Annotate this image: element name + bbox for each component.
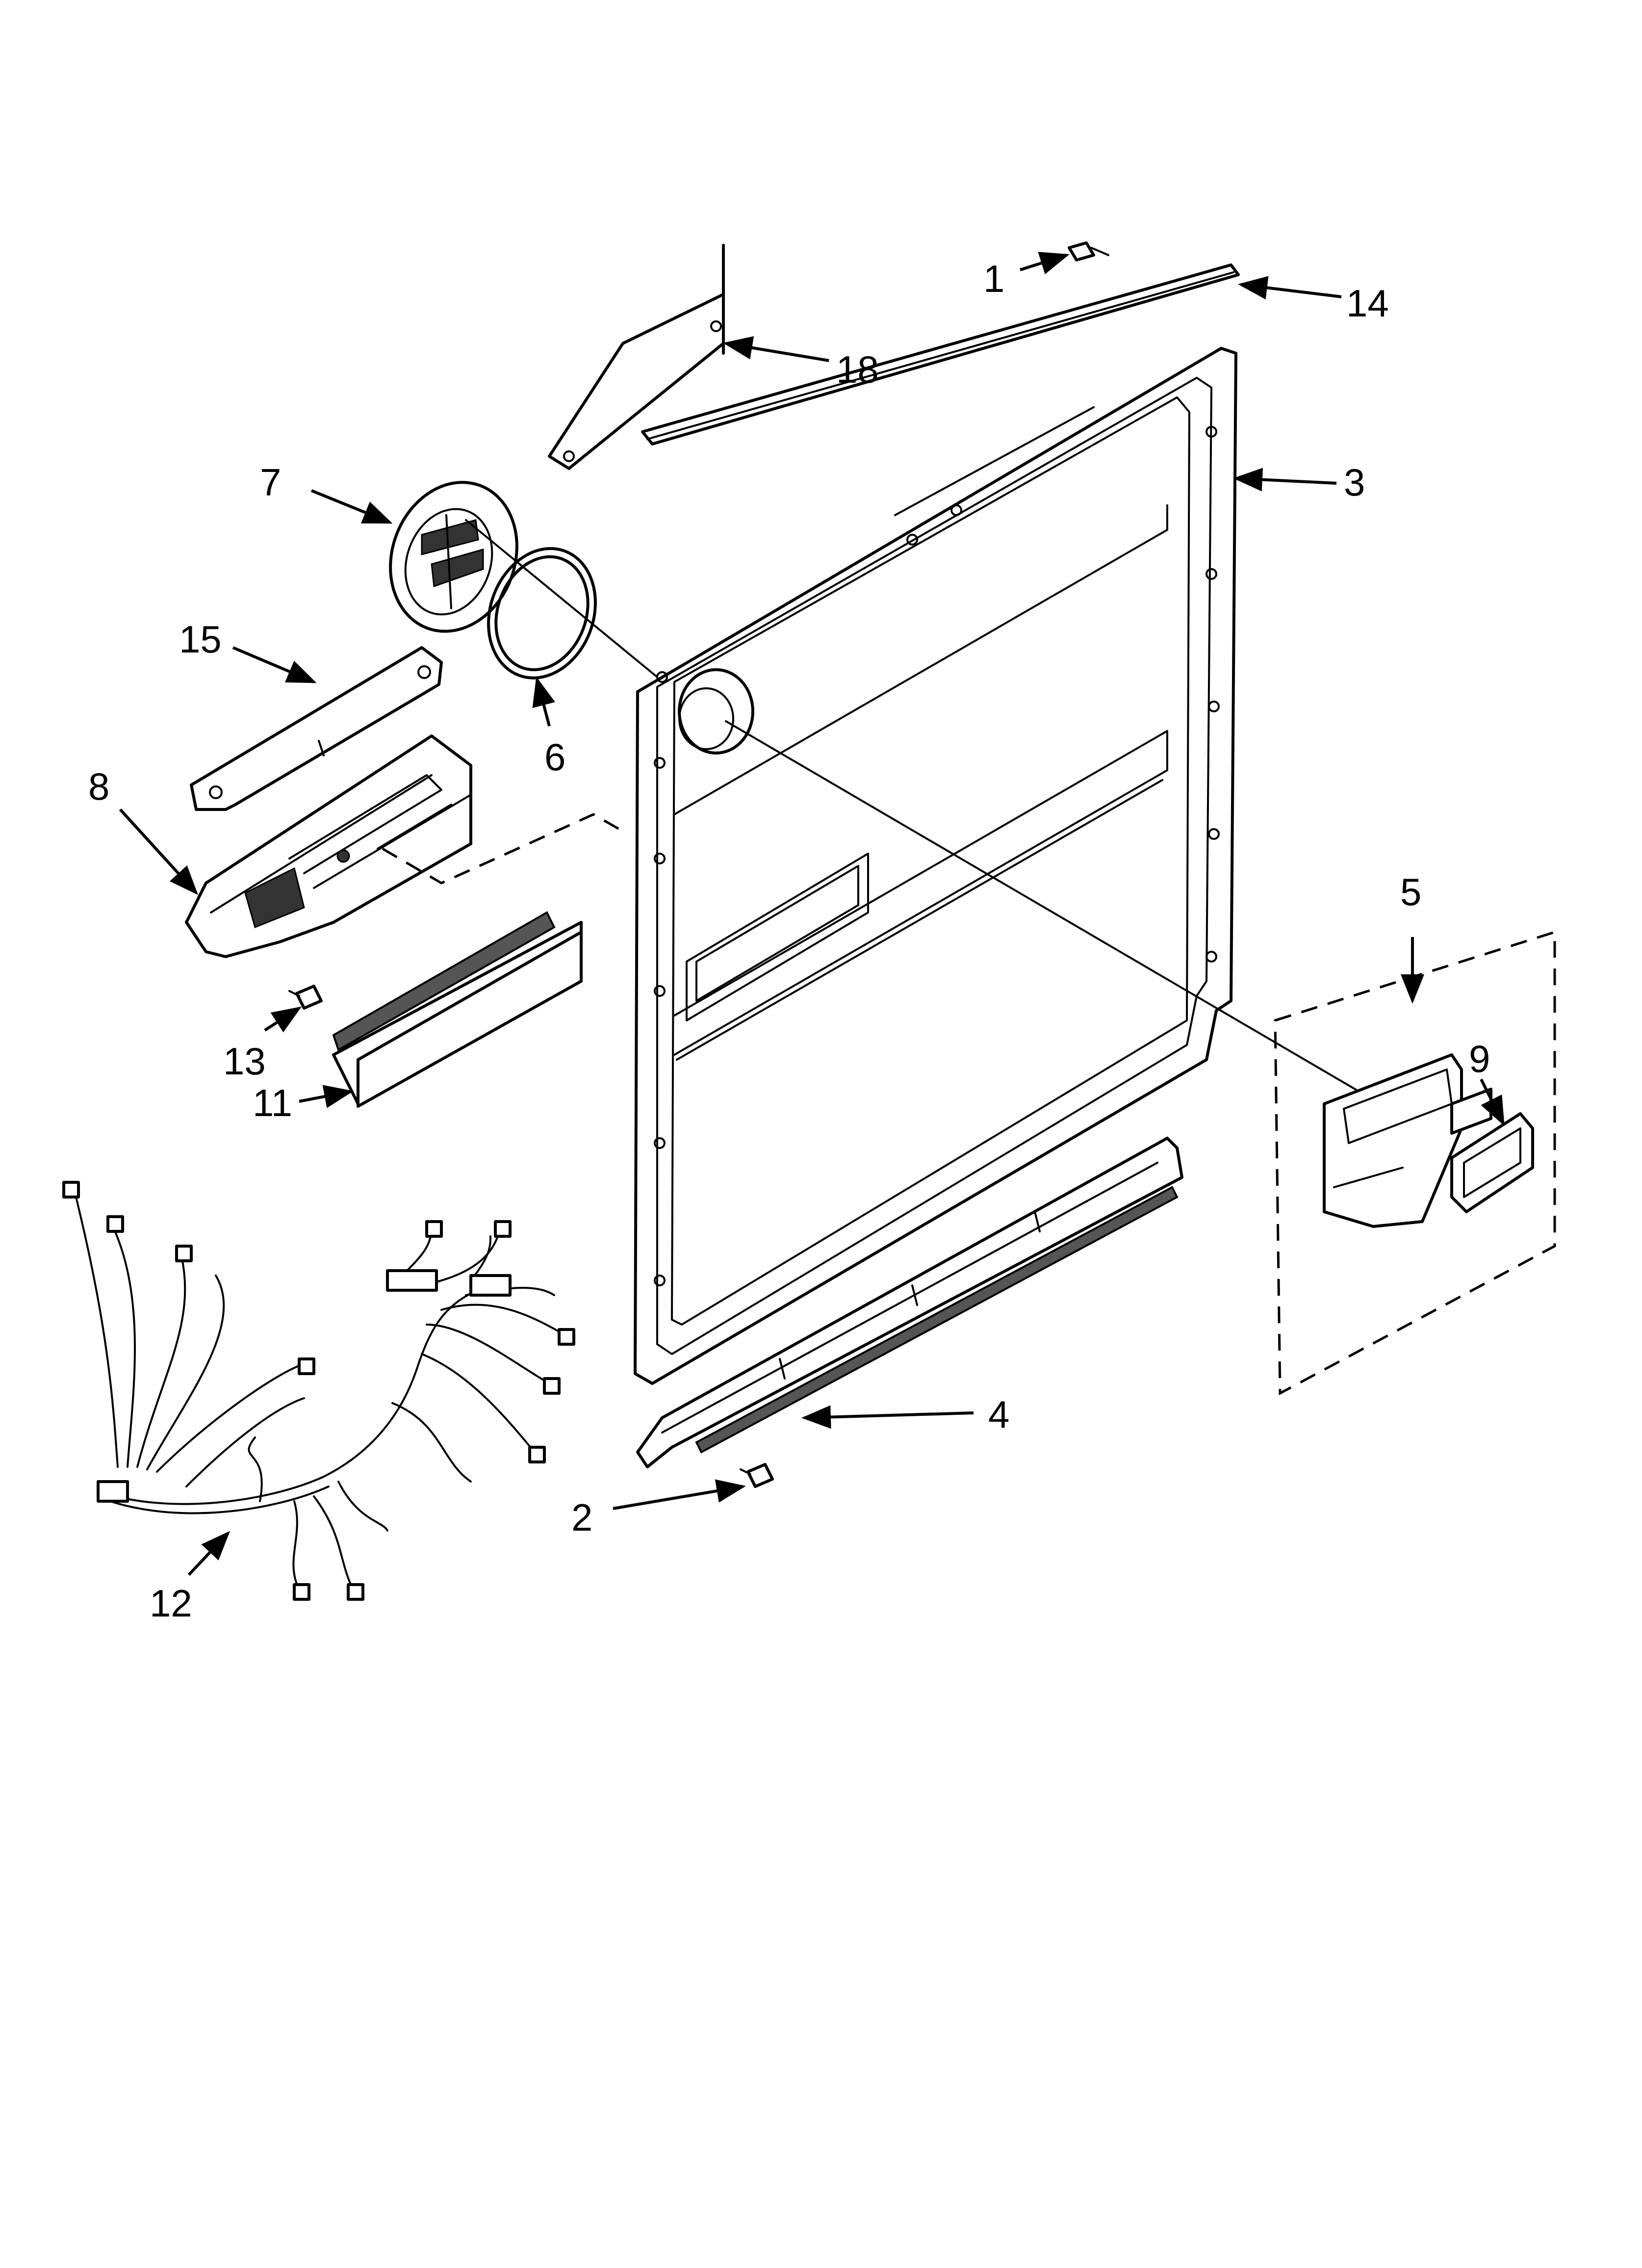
callout-15: 15: [179, 618, 222, 661]
vent-cover: [389, 481, 518, 633]
callout-3: 3: [1344, 461, 1365, 504]
callout-14: 14: [1346, 282, 1389, 325]
bracket: [548, 244, 725, 470]
dashed-guide-8: [382, 813, 629, 885]
leader-8: [119, 808, 199, 895]
bottom-trim-strip: [636, 1137, 1183, 1468]
callout-12: 12: [150, 1582, 192, 1625]
callout-9: 9: [1469, 1037, 1490, 1080]
leader-13: [264, 1006, 302, 1033]
leader-9: [1480, 1078, 1505, 1126]
leader-12: [187, 1531, 231, 1576]
callout-7: 7: [260, 461, 281, 504]
wire-harness: [62, 1181, 575, 1601]
callout-11: 11: [253, 1081, 292, 1124]
callout-8: 8: [88, 765, 109, 808]
screw-13: [288, 985, 323, 1010]
vent-duct-assembly: [1274, 930, 1556, 1396]
leader-lines: [119, 252, 1505, 1576]
leader-4: [801, 1405, 974, 1429]
inner-door-panel: [634, 347, 1237, 1385]
leader-6: [532, 677, 555, 727]
leader-18: [723, 336, 829, 362]
screw-1: [1068, 241, 1109, 261]
control-module: [185, 734, 472, 958]
callout-13: 13: [223, 1040, 266, 1083]
callout-1: 1: [983, 257, 1004, 300]
handle-bracket: [190, 646, 443, 811]
leader-7: [310, 489, 393, 524]
leader-2: [613, 1479, 746, 1510]
callout-4: 4: [988, 1393, 1009, 1436]
screw-2: [740, 1463, 774, 1488]
leader-1: [1020, 252, 1070, 275]
top-trim-strip: [641, 263, 1240, 516]
duct-gasket: [1450, 1112, 1534, 1213]
callout-labels: 1 14 18 3 7 6 15 8 5 9 13 11 4 2 12: [88, 257, 1490, 1625]
alignment-line: [465, 519, 1364, 1095]
leader-11: [299, 1085, 354, 1108]
callout-6: 6: [544, 735, 565, 779]
callout-18: 18: [836, 348, 879, 391]
callout-2: 2: [571, 1496, 592, 1539]
leader-14: [1238, 276, 1342, 300]
insulation-strip: [332, 911, 583, 1108]
leader-15: [232, 646, 317, 683]
leader-3: [1233, 468, 1337, 492]
callout-5: 5: [1400, 870, 1421, 913]
gasket-ring: [487, 547, 597, 679]
